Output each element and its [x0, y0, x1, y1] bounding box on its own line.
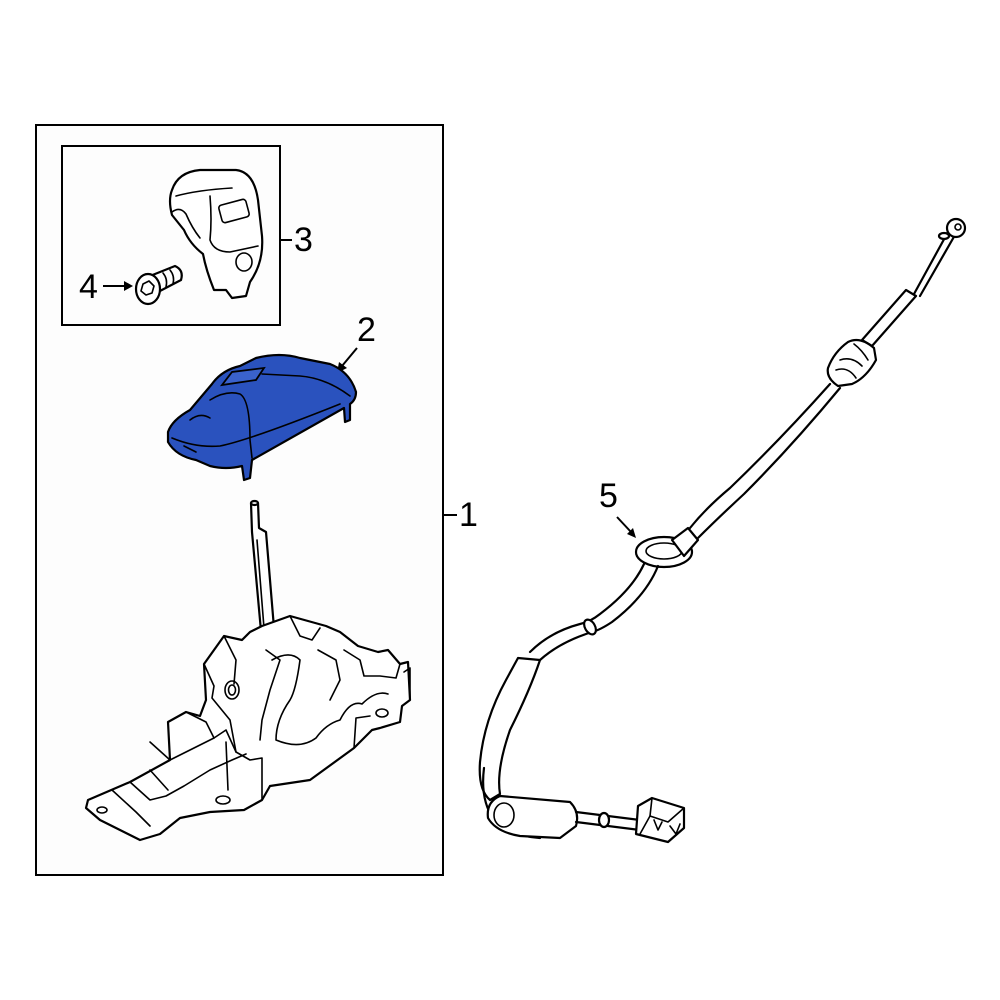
arrow-5: [616, 516, 636, 538]
shift-cable-icon: [478, 217, 967, 844]
shift-knob-icon: [168, 168, 264, 300]
callout-5: 5: [599, 477, 618, 515]
callout-2: 2: [357, 311, 376, 349]
callout-1: 1: [459, 496, 478, 534]
shifter-assembly-icon: [84, 499, 412, 842]
callout-3: 3: [294, 221, 313, 259]
arrow-4: [103, 281, 133, 291]
bolt-icon: [134, 264, 183, 306]
shifter-cover-highlighted: [166, 353, 358, 482]
callout-4: 4: [79, 268, 98, 306]
